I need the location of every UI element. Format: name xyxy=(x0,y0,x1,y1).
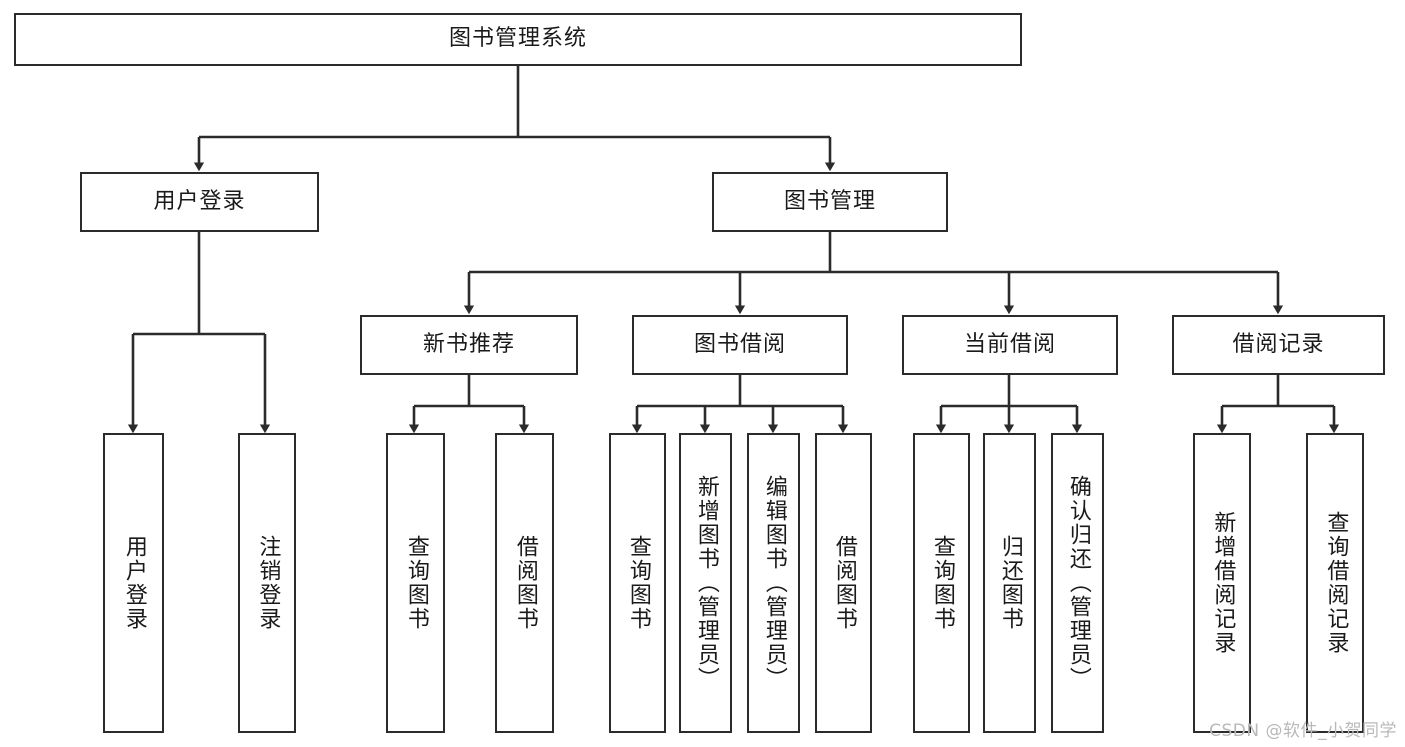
node-leaf-query-book-recommend[interactable]: 查询图书 xyxy=(386,433,445,733)
node-label: 新书推荐 xyxy=(422,331,515,357)
node-label: 借阅图书 xyxy=(831,535,857,631)
node-leaf-logout-login[interactable]: 注销登录 xyxy=(238,433,296,733)
node-leaf-query-book-current[interactable]: 查询图书 xyxy=(913,433,970,733)
node-borrow-record[interactable]: 借阅记录 xyxy=(1172,315,1385,375)
node-leaf-add-borrow-record[interactable]: 新增借阅记录 xyxy=(1193,433,1251,733)
node-label: 图书管理系统 xyxy=(448,26,587,52)
node-label: 查询图书 xyxy=(403,535,429,631)
node-label: 查询借阅记录 xyxy=(1323,511,1349,655)
node-leaf-borrow-book[interactable]: 借阅图书 xyxy=(815,433,872,733)
csdn-watermark: CSDN @软件_小贺同学 xyxy=(1209,721,1397,741)
node-label: 新增借阅记录 xyxy=(1210,511,1236,655)
node-leaf-user-login[interactable]: 用户登录 xyxy=(103,433,164,733)
node-book-management-system[interactable]: 图书管理系统 xyxy=(14,13,1022,66)
node-label: 确认归还（管理员） xyxy=(1065,475,1091,691)
node-label: 查询图书 xyxy=(625,535,651,631)
node-label: 注销登录 xyxy=(255,535,281,631)
node-book-management[interactable]: 图书管理 xyxy=(712,172,948,232)
node-label: 查询图书 xyxy=(929,535,955,631)
node-label: 借阅记录 xyxy=(1232,331,1325,357)
node-label: 当前借阅 xyxy=(963,331,1056,357)
node-leaf-confirm-return[interactable]: 确认归还（管理员） xyxy=(1051,433,1104,733)
node-leaf-return-book[interactable]: 归还图书 xyxy=(983,433,1036,733)
node-label: 新增图书（管理员） xyxy=(693,475,719,691)
node-leaf-add-book[interactable]: 新增图书（管理员） xyxy=(679,433,732,733)
node-current-borrow[interactable]: 当前借阅 xyxy=(902,315,1118,375)
node-label: 用户登录 xyxy=(153,188,246,214)
node-user-login[interactable]: 用户登录 xyxy=(80,172,319,232)
node-label: 归还图书 xyxy=(997,535,1023,631)
node-label: 图书借阅 xyxy=(693,331,786,357)
node-new-book-recommend[interactable]: 新书推荐 xyxy=(360,315,578,375)
node-book-borrow[interactable]: 图书借阅 xyxy=(632,315,848,375)
node-leaf-edit-book[interactable]: 编辑图书（管理员） xyxy=(747,433,800,733)
node-label: 图书管理 xyxy=(783,188,876,214)
node-label: 编辑图书（管理员） xyxy=(761,475,787,691)
node-leaf-query-borrow-record[interactable]: 查询借阅记录 xyxy=(1306,433,1364,733)
node-leaf-borrow-book-recommend[interactable]: 借阅图书 xyxy=(495,433,554,733)
node-label: 用户登录 xyxy=(121,535,147,631)
node-leaf-query-book-borrow[interactable]: 查询图书 xyxy=(609,433,666,733)
node-label: 借阅图书 xyxy=(512,535,538,631)
